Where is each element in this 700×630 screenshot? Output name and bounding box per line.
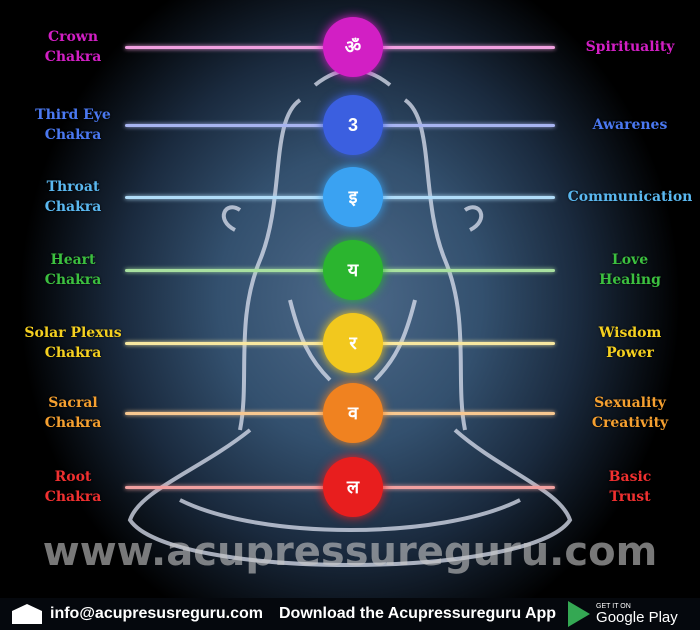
chakra-name-line2: Chakra — [44, 49, 102, 65]
google-play-badge[interactable]: GET IT ON Google Play — [568, 601, 678, 627]
chakra-meaning: Awarenes — [560, 115, 700, 135]
chakra-meaning: Basic Trust — [560, 467, 700, 507]
chakra-symbol-icon: 3 — [323, 95, 383, 155]
chakra-symbol-icon: य — [323, 240, 383, 300]
chakra-name-line2: Chakra — [44, 272, 102, 288]
chakra-meaning-line1: Spirituality — [585, 39, 675, 55]
chakra-meaning-line1: Communication — [567, 189, 693, 205]
chakra-glyph: ल — [346, 477, 360, 497]
chakra-name-line2: Chakra — [44, 489, 102, 505]
chakra-symbol-icon: इ — [323, 167, 383, 227]
chakra-glyph: र — [349, 333, 357, 353]
chakra-meaning: Love Healing — [560, 250, 700, 290]
chakra-name-line1: Solar Plexus — [24, 325, 122, 341]
chakra-name-line1: Third Eye — [35, 107, 111, 123]
chakra-glyph: 3 — [347, 114, 358, 135]
chakra-glyph: इ — [348, 187, 358, 207]
chakra-meaning-line1: Love — [611, 252, 649, 268]
chakra-name-line1: Throat — [46, 179, 100, 195]
store-small-label: GET IT ON — [596, 603, 631, 610]
chakra-symbol-icon: ॐ — [323, 17, 383, 77]
chakra-meaning: Communication — [560, 187, 700, 207]
chakra-meaning-line2: Creativity — [591, 415, 669, 431]
chakra-meaning: Wisdom Power — [560, 323, 700, 363]
chakra-meaning-line1: Sexuality — [594, 395, 666, 411]
chakra-name: Throat Chakra — [10, 177, 136, 217]
chakra-symbol-icon: र — [323, 313, 383, 373]
chakra-name-line2: Chakra — [44, 345, 102, 361]
chakra-name: Root Chakra — [10, 467, 136, 507]
chakra-meaning-line2: Power — [606, 345, 654, 361]
chakra-name: Crown Chakra — [10, 27, 136, 67]
store-big-label: Google Play — [596, 609, 678, 626]
chakra-name-line2: Chakra — [44, 199, 102, 215]
chakra-meaning: Spirituality — [560, 37, 700, 57]
chakra-glyph: व — [347, 403, 358, 423]
chakra-name-line1: Heart — [50, 252, 96, 268]
chakra-name-line1: Root — [54, 469, 92, 485]
chakra-meaning-line1: Awarenes — [592, 117, 668, 133]
download-text: Download the Acupressureguru App — [278, 605, 557, 622]
chakra-name-line2: Chakra — [44, 415, 102, 431]
email-link[interactable]: info@acupresusreguru.com — [50, 605, 263, 622]
chakra-symbol-icon: ल — [323, 457, 383, 517]
chakra-name-line2: Chakra — [44, 127, 102, 143]
chakra-meaning-line1: Basic — [608, 469, 652, 485]
chakra-glyph: य — [347, 260, 359, 280]
chakra-name: Third Eye Chakra — [10, 105, 136, 145]
chakra-name-line1: Crown — [47, 29, 99, 45]
envelope-icon — [12, 604, 42, 624]
chakra-name: Solar Plexus Chakra — [10, 323, 136, 363]
chakra-meaning-line2: Healing — [599, 272, 661, 288]
chakra-name: Heart Chakra — [10, 250, 136, 290]
chakra-meaning-line2: Trust — [609, 489, 651, 505]
chakra-glyph: ॐ — [344, 37, 362, 57]
watermark: www.acupressureguru.com — [42, 529, 658, 575]
footer-bar: info@acupresusreguru.com Download the Ac… — [0, 598, 700, 630]
chakra-name: Sacral Chakra — [10, 393, 136, 433]
chakra-meaning-line1: Wisdom — [598, 325, 662, 341]
chakra-symbol-icon: व — [323, 383, 383, 443]
play-store-icon — [568, 601, 591, 627]
chakra-meaning: Sexuality Creativity — [560, 393, 700, 433]
chakra-name-line1: Sacral — [48, 395, 98, 411]
